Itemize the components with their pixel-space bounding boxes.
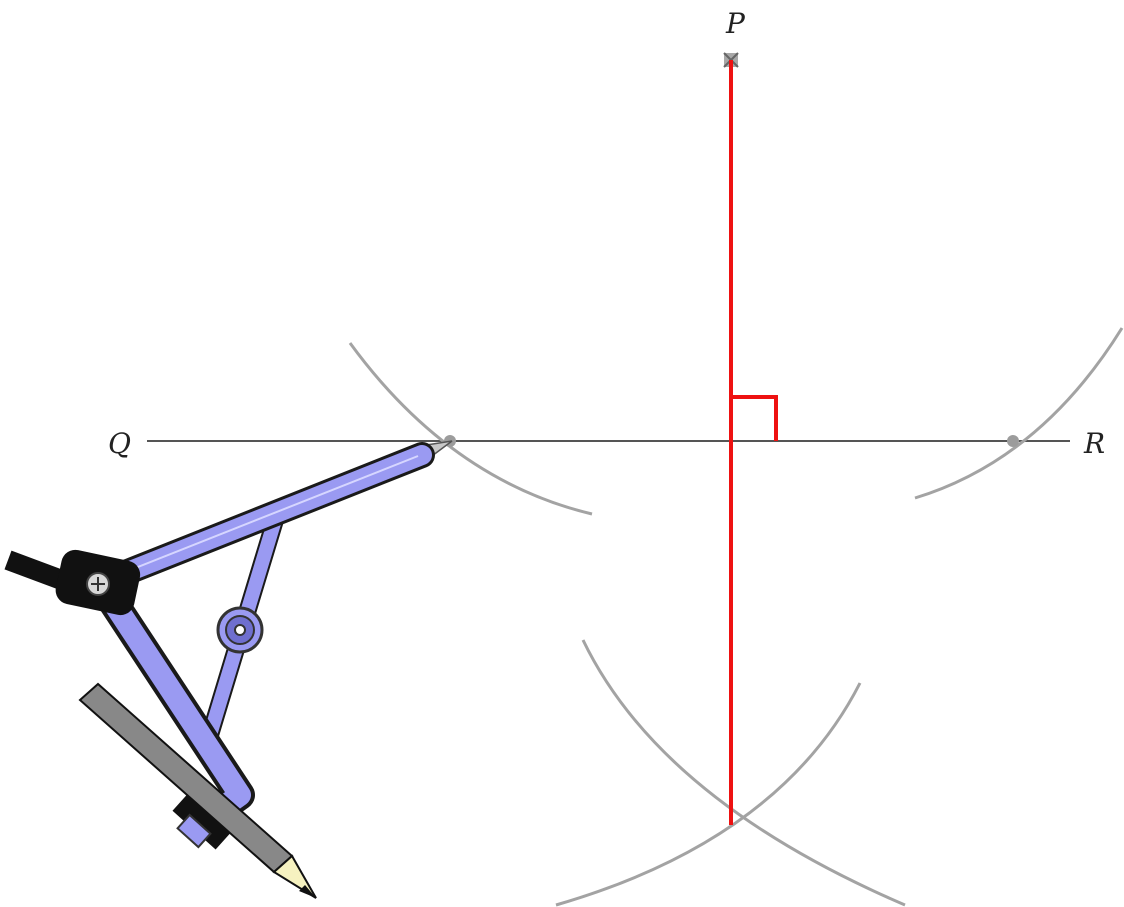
arc-upper-right xyxy=(914,327,1124,500)
compass-icon xyxy=(4,440,453,833)
label-q: Q xyxy=(108,427,131,460)
pencil-icon xyxy=(78,682,317,899)
label-p: P xyxy=(725,7,746,40)
right-angle-marker xyxy=(731,395,778,441)
construction-arcs xyxy=(348,327,1124,907)
arc-upper-left xyxy=(348,342,593,516)
label-r: R xyxy=(1083,427,1105,460)
arc-lower-right xyxy=(555,682,862,907)
arc-lower-left xyxy=(581,639,906,907)
arc-intersection-point-right xyxy=(1007,435,1019,447)
